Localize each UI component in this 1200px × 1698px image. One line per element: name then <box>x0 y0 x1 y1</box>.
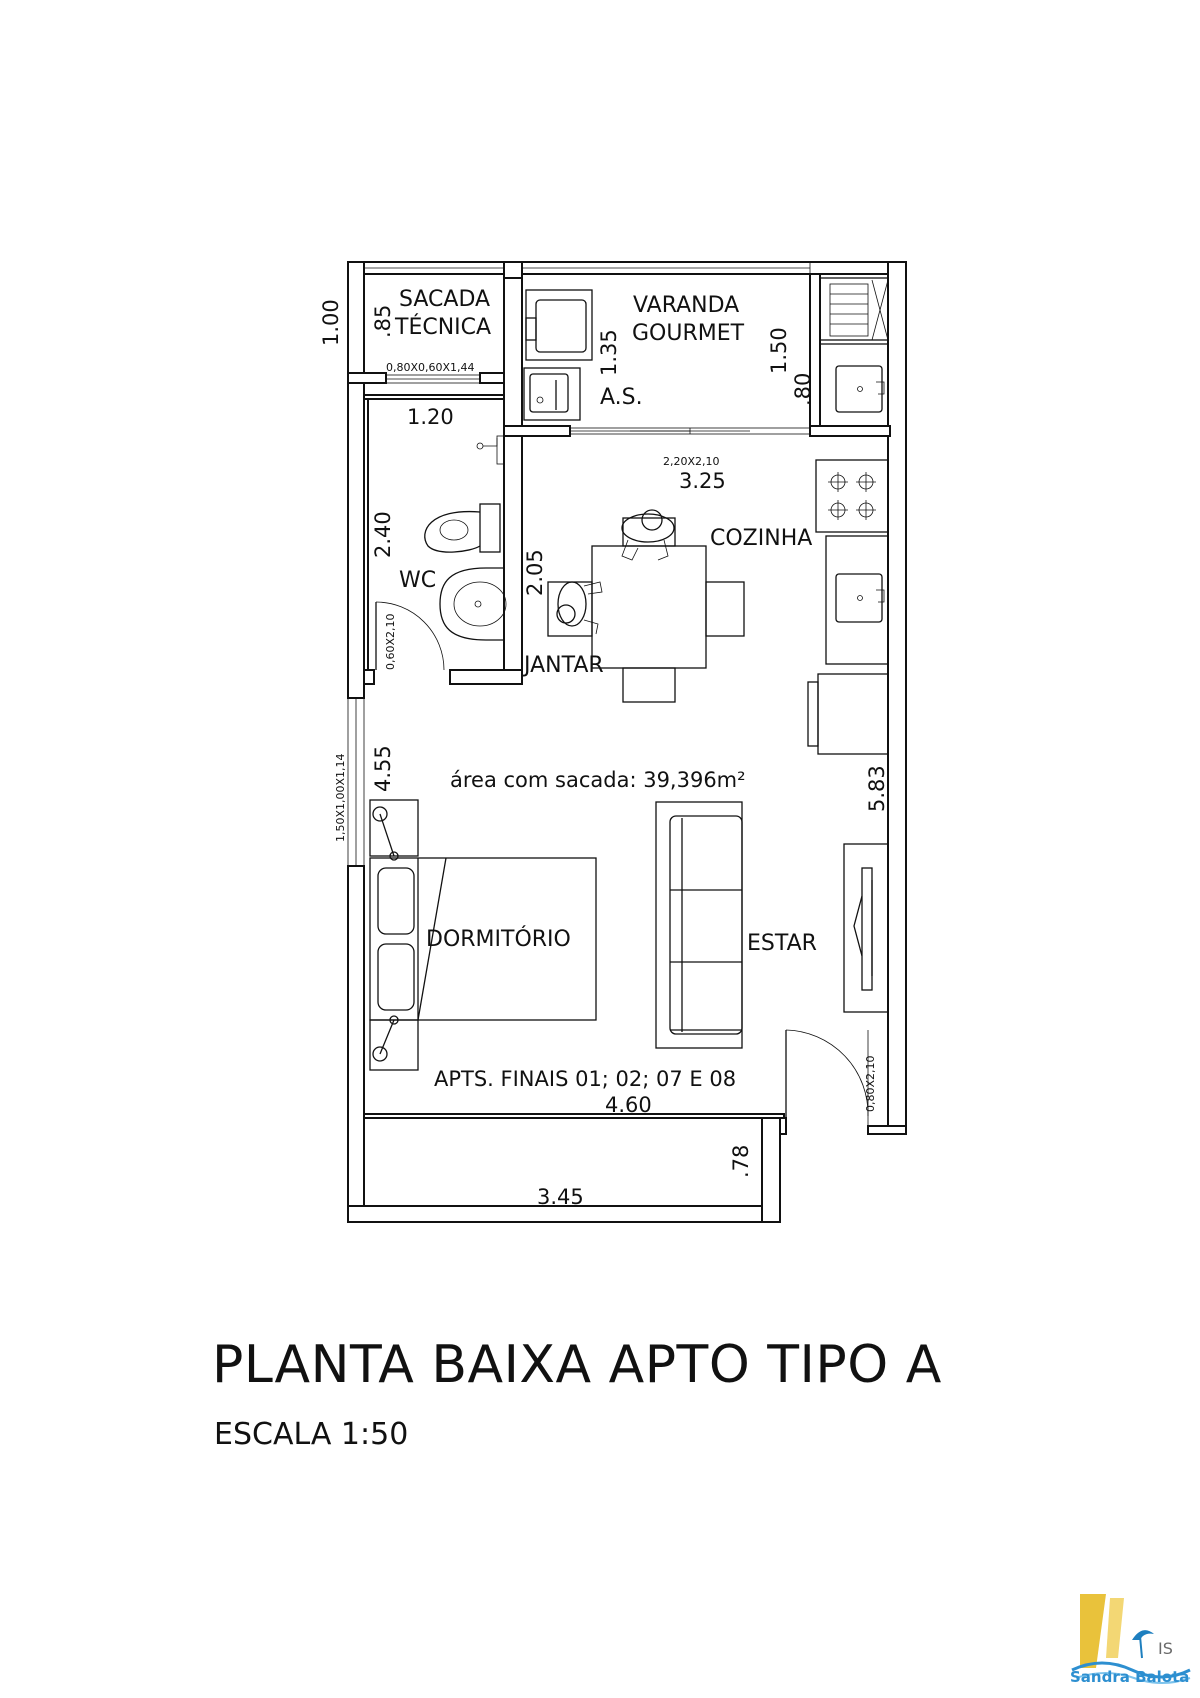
dim-1-20: 1.20 <box>407 405 454 429</box>
grill-icon <box>819 277 889 341</box>
label-dormitorio: DORMITÓRIO <box>426 926 571 952</box>
svg-text:IS: IS <box>1158 1639 1173 1658</box>
dim-4-55: 4.55 <box>371 745 395 792</box>
label-jantar: JANTAR <box>522 653 604 678</box>
windows <box>347 261 811 867</box>
furniture <box>369 277 889 1071</box>
washing-machine-icon <box>525 289 593 361</box>
dim-2-05: 2.05 <box>523 549 547 596</box>
dim-2-40: 2.40 <box>371 511 395 558</box>
spec-door-wc: 0,60X2,10 <box>384 613 397 670</box>
spec-door-varanda: 2,20X2,10 <box>663 455 720 468</box>
sofa-icon <box>655 801 743 1049</box>
tv-icon <box>843 843 889 1013</box>
dim-3-25: 3.25 <box>679 469 726 493</box>
bed-icon <box>369 857 597 1021</box>
dim-4-60: 4.60 <box>605 1093 652 1117</box>
label-estar: ESTAR <box>747 931 817 956</box>
dim-78: .78 <box>729 1145 753 1178</box>
dim-80: .80 <box>791 373 815 406</box>
note-area: área com sacada: 39,396m² <box>450 768 746 792</box>
label-wc: WC <box>399 568 436 593</box>
label-sacada-1: SACADA <box>399 287 490 312</box>
nightstand-lamp-icon <box>369 799 419 861</box>
label-varanda-1: VARANDA <box>633 293 739 318</box>
walls <box>347 261 907 1223</box>
room-labels: SACADA TÉCNICA VARANDA GOURMET A.S. WC C… <box>394 287 817 956</box>
opening-specs: 0,80X0,60X1,44 2,20X2,10 0,60X2,10 1,50X… <box>334 361 877 1112</box>
stove-icon <box>815 459 889 533</box>
label-area-servico: A.S. <box>600 385 643 410</box>
doors <box>375 601 869 1132</box>
dim-1-35: 1.35 <box>597 329 621 376</box>
dim-3-45: 3.45 <box>537 1185 584 1209</box>
dim-1-50: 1.50 <box>767 327 791 374</box>
spec-door-entry: 0,80X2,10 <box>864 1055 877 1112</box>
kitchen-sink-icon <box>835 573 885 623</box>
dimensions: 1.00 .85 1.35 1.50 .80 1.20 3.25 2.40 2.… <box>319 299 889 1209</box>
person-icon <box>621 509 675 561</box>
label-cozinha: COZINHA <box>710 526 812 551</box>
person-icon <box>556 581 603 635</box>
dim-85: .85 <box>371 305 395 338</box>
palm-island-logo-icon: IS <box>1071 1594 1191 1684</box>
spec-window-dorm: 1,50X1,00X1,14 <box>334 753 347 842</box>
notes: área com sacada: 39,396m² APTS. FINAIS 0… <box>434 768 746 1091</box>
varanda-sink-icon <box>835 365 885 413</box>
drawing-scale: ESCALA 1:50 <box>214 1417 409 1452</box>
label-varanda-2: GOURMET <box>632 321 745 346</box>
note-apts: APTS. FINAIS 01; 02; 07 E 08 <box>434 1067 736 1091</box>
dim-1-00: 1.00 <box>319 299 343 346</box>
nightstand-lamp-icon <box>369 1015 419 1071</box>
wc-basin-icon <box>439 567 507 641</box>
dim-5-83: 5.83 <box>865 765 889 812</box>
spec-window-sacada: 0,80X0,60X1,44 <box>386 361 475 374</box>
laundry-sink-icon <box>523 367 581 421</box>
toilet-icon <box>424 503 501 553</box>
brand-name: Sandra Balota <box>1070 1668 1190 1686</box>
fridge-icon <box>807 673 889 755</box>
drawing-title: PLANTA BAIXA APTO TIPO A <box>212 1335 942 1395</box>
label-sacada-2: TÉCNICA <box>394 314 491 340</box>
shower-icon <box>476 435 505 465</box>
